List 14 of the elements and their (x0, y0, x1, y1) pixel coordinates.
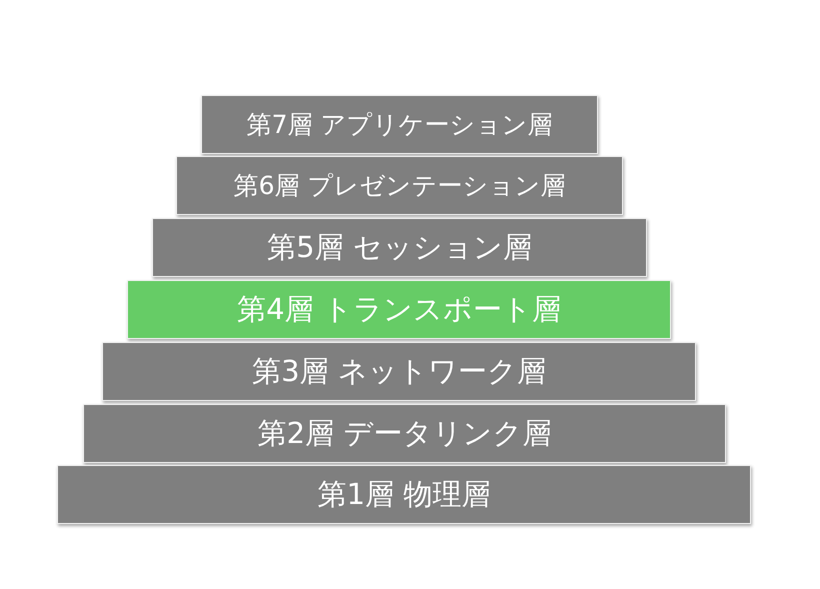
layer-label: 第4層 トランスポート層 (237, 290, 561, 328)
layer-bar (152, 218, 647, 277)
layer-bar (57, 465, 751, 524)
layer-bar (127, 280, 671, 339)
layer-label: 第5層 セッション層 (267, 228, 532, 266)
layer-label: 第6層 プレゼンテーション層 (234, 170, 566, 202)
layer-bar (83, 404, 726, 463)
layer-label: 第7層 アプリケーション層 (246, 109, 552, 141)
layer-label: 第1層 物理層 (318, 476, 490, 512)
layer-bar (176, 156, 623, 215)
layer-bar (201, 95, 598, 154)
layer-bar (102, 342, 696, 401)
layer-label: 第2層 データリンク層 (258, 414, 552, 452)
layer-label: 第3層 ネットワーク層 (252, 352, 546, 390)
